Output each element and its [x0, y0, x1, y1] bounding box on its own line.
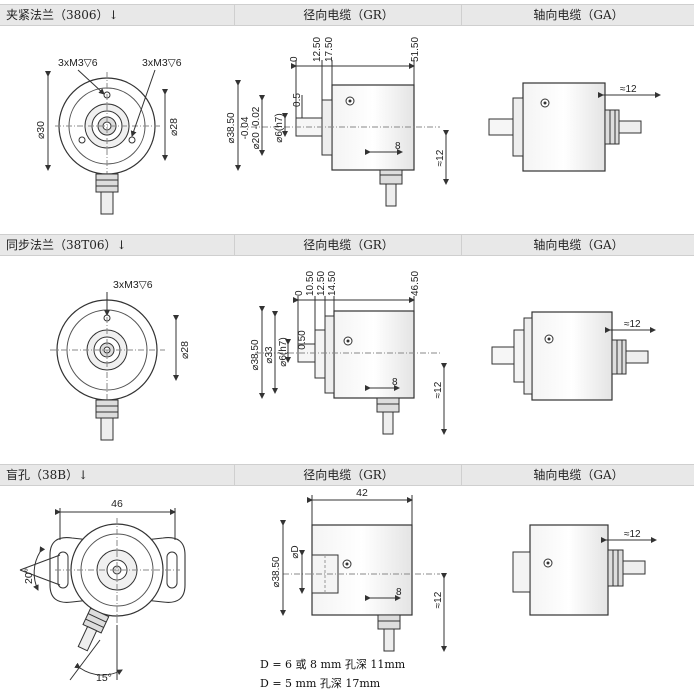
front-screw-sync-label: 3xM3▽6: [113, 279, 153, 291]
side2-d33: ⌀33: [264, 346, 275, 364]
side1-dim-1250: 12.50: [312, 37, 323, 62]
front-d30-label: ⌀30: [35, 121, 47, 139]
front-blind-angle-top: 20°: [23, 568, 35, 584]
side1-dim-05: 0.5: [292, 93, 303, 107]
note-d6-8: D = 6 或 8 mm 孔深 11mm: [260, 658, 406, 671]
side2-dim-1450: 14.50: [327, 271, 338, 296]
front-screw-left-label: 3xM3▽6: [58, 57, 98, 69]
side2-dim-12: ≈12: [433, 381, 444, 398]
side2-dim-1250: 12.50: [316, 271, 327, 296]
side1-d6h7: ⌀6(h7): [274, 113, 285, 142]
front-sync-d28-label: ⌀28: [179, 341, 191, 359]
side1-dim-8: 8: [395, 141, 401, 152]
front-screw-right-label: 3xM3▽6: [142, 57, 182, 69]
side3-dim-42: 42: [356, 487, 368, 499]
side3-d3850: ⌀38.50: [271, 556, 282, 587]
col-axial-clamp: 轴向电缆（GA）: [461, 5, 695, 25]
section-header-blind: 盲孔（38B）↓ 径向电缆（GR） 轴向电缆（GA）: [0, 464, 694, 486]
axial-view-sync: [491, 311, 656, 401]
axial-view-clamp: [488, 82, 661, 172]
side1-dim-0: 0: [289, 56, 300, 62]
side2-dim-050: 0.50: [297, 330, 308, 350]
col-radial-blind: 径向电缆（GR）: [234, 465, 462, 485]
front-view-sync: [50, 292, 179, 441]
axial3-dim-12: ≈12: [624, 529, 641, 540]
section-header-sync: 同步法兰（38T06）↓ 径向电缆（GR） 轴向电缆（GA）: [0, 234, 694, 256]
side1-tol-004: -0.04: [240, 116, 251, 139]
side2-dim-0: 0: [294, 290, 305, 296]
front-blind-angle-bottom: 15°: [96, 672, 112, 684]
side1-d3850: ⌀38.50: [226, 112, 237, 143]
side1-dim-12: ≈12: [435, 149, 446, 166]
side1-dim-1750: 17.50: [324, 37, 335, 62]
col-axial-sync: 轴向电缆（GA）: [461, 235, 695, 255]
side-view-blind: [280, 495, 447, 652]
side2-dim-8: 8: [392, 377, 398, 388]
side3-dim-12: ≈12: [433, 591, 444, 608]
front-view-blind: [19, 508, 186, 681]
section-header-clamp: 夹紧法兰（3806）↓ 径向电缆（GR） 轴向电缆（GA）: [0, 4, 694, 26]
axial2-dim-12: ≈12: [624, 319, 641, 330]
col-radial-clamp: 径向电缆（GR）: [234, 5, 462, 25]
section-title-sync: 同步法兰（38T06）↓: [6, 238, 127, 252]
axial1-dim-12: ≈12: [620, 84, 637, 95]
col-radial-sync: 径向电缆（GR）: [234, 235, 462, 255]
front-blind-width-label: 46: [111, 498, 123, 510]
side2-d6h7: ⌀6(h7): [278, 337, 289, 366]
col-axial-blind: 轴向电缆（GA）: [461, 465, 695, 485]
side3-dim-8: 8: [396, 587, 402, 598]
side2-dim-1050: 10.50: [305, 271, 316, 296]
side2-d3850: ⌀38.50: [250, 339, 261, 370]
axial-view-blind: [512, 524, 657, 616]
front-view-clamp: [45, 69, 168, 215]
front-d28-label: ⌀28: [168, 118, 180, 136]
side1-d20: ⌀20 -0.02: [251, 106, 262, 149]
side1-dim-5150: 51.50: [410, 37, 421, 62]
section-title-clamp: 夹紧法兰（3806）↓: [6, 8, 119, 22]
side2-dim-4650: 46.50: [410, 271, 421, 296]
side-view-sync: [255, 296, 447, 435]
note-d5: D = 5 mm 孔深 17mm: [260, 677, 381, 690]
side3-dD: ⌀D: [290, 545, 301, 558]
side-view-clamp: [235, 60, 449, 207]
section-title-blind: 盲孔（38B）↓: [6, 468, 89, 482]
